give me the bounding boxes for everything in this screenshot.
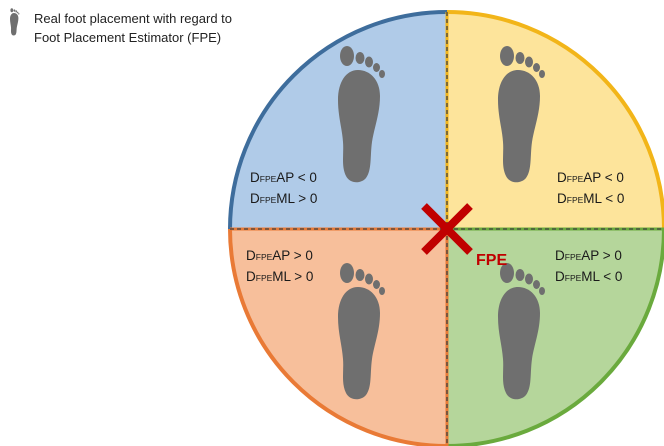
label-ap: DFPEAP > 0 (555, 248, 622, 263)
arc-top-right (446, 10, 664, 230)
label-ml: DFPEML > 0 (250, 191, 317, 206)
footprint-icon (10, 8, 20, 36)
label-bottom-left: DFPEAP > 0 DFPEML > 0 (246, 248, 313, 284)
label-ml: DFPEML < 0 (555, 269, 622, 284)
label-ap: DFPEAP > 0 (246, 248, 313, 263)
arc-top-left (228, 10, 448, 230)
label-bottom-right: DFPEAP > 0 DFPEML < 0 (555, 248, 622, 284)
arc-bottom-left (228, 228, 448, 446)
legend-line-1: Real foot placement with regard to (34, 11, 232, 26)
fpe-cross-marker (421, 203, 473, 255)
label-ml: DFPEML < 0 (557, 191, 624, 206)
legend-line-2: Foot Placement Estimator (FPE) (34, 30, 221, 45)
label-top-right: DFPEAP < 0 DFPEML < 0 (557, 170, 624, 206)
label-ap: DFPEAP < 0 (250, 170, 317, 185)
arc-bottom-right (446, 228, 664, 446)
fpe-label: FPE (476, 252, 507, 269)
label-ml: DFPEML > 0 (246, 269, 313, 284)
label-ap: DFPEAP < 0 (557, 170, 624, 185)
label-top-left: DFPEAP < 0 DFPEML > 0 (250, 170, 317, 206)
legend: Real foot placement with regard to Foot … (10, 8, 232, 45)
